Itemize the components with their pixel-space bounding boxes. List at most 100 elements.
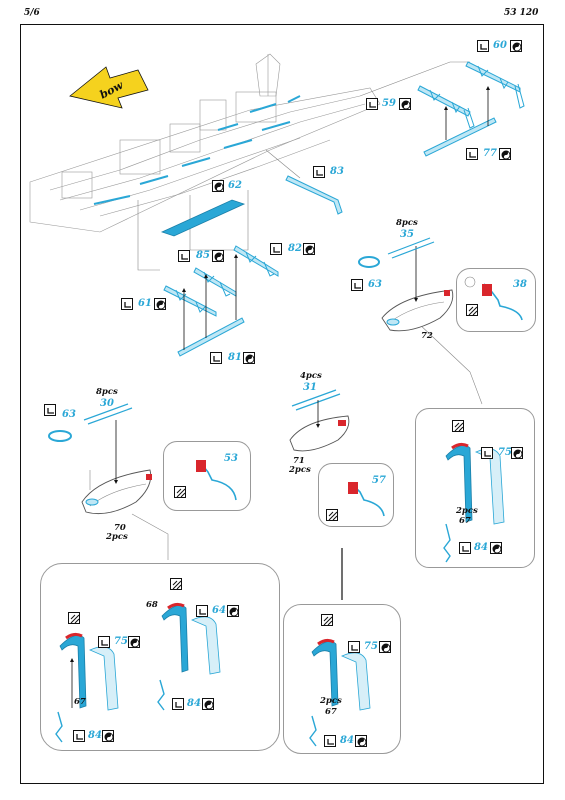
railing-81	[177, 317, 245, 357]
boat-70	[81, 469, 152, 515]
assembly-arrows-81	[182, 254, 238, 350]
railing-85	[193, 267, 237, 297]
hatch-icon	[321, 614, 333, 626]
davit-number-67-bl: 67	[74, 697, 86, 707]
davit-assembly-bl2	[157, 602, 221, 711]
davit-assembly-bl1	[55, 632, 119, 743]
rail-31	[291, 389, 341, 411]
part-75-bl: 75	[114, 636, 128, 647]
part-31: 31	[303, 382, 317, 393]
boat-72	[381, 289, 454, 332]
bend-icon	[196, 605, 208, 617]
part-75-right: 75	[498, 447, 512, 458]
part-82: 82	[288, 243, 302, 254]
part-84-right: 84	[474, 542, 488, 553]
boat-number-72: 72	[421, 331, 433, 341]
rail-35	[387, 237, 435, 259]
yin-yang-icon	[379, 641, 391, 653]
hatch-icon	[466, 304, 478, 316]
davit-number-68: 68	[146, 600, 158, 610]
yin-yang-icon	[212, 250, 224, 262]
part-62: 62	[228, 180, 242, 191]
bend-icon	[351, 279, 363, 291]
qty-2pcs-bm: 2pcs	[320, 696, 342, 706]
qty-4pcs-31: 4pcs	[300, 371, 322, 381]
detail-box-75-84-right	[415, 408, 535, 568]
part-61: 61	[138, 298, 152, 309]
railing-61	[163, 285, 217, 317]
davit-57	[348, 482, 385, 517]
qty-2pcs-right: 2pcs	[456, 506, 478, 516]
yin-yang-icon	[303, 243, 315, 255]
railing-82	[233, 245, 279, 277]
part-63-left: 63	[62, 409, 76, 420]
railing-60	[465, 61, 525, 109]
bend-icon	[210, 352, 222, 364]
yin-yang-icon	[399, 98, 411, 110]
detail-box-53	[163, 441, 251, 511]
yin-yang-icon	[511, 447, 523, 459]
bend-icon	[324, 735, 336, 747]
bend-icon	[366, 98, 378, 110]
davit-53	[196, 460, 237, 501]
yin-yang-icon	[102, 730, 114, 742]
part-75-bm: 75	[364, 641, 378, 652]
railing-59	[417, 85, 475, 129]
qty-2pcs-71: 2pcs	[289, 465, 311, 475]
part-63-top: 63	[368, 279, 382, 290]
davit-assembly-bm	[309, 638, 371, 747]
yin-yang-icon	[227, 605, 239, 617]
detail-box-bottom-left	[40, 563, 280, 751]
yin-yang-icon	[490, 542, 502, 554]
part-64: 64	[212, 605, 226, 616]
yin-yang-icon	[202, 698, 214, 710]
part-85: 85	[196, 250, 210, 261]
bend-icon	[466, 148, 478, 160]
mesh-62	[160, 199, 246, 237]
railing-83	[285, 175, 343, 215]
hatch-icon	[170, 578, 182, 590]
part-60: 60	[493, 40, 507, 51]
boat-71	[289, 415, 350, 452]
bend-icon	[481, 447, 493, 459]
detail-box-38	[456, 268, 536, 332]
bend-icon	[98, 636, 110, 648]
davit-assembly-right	[443, 442, 505, 563]
bend-icon	[477, 40, 489, 52]
page-number: 5/6	[24, 8, 40, 18]
yin-yang-icon	[243, 352, 255, 364]
bend-icon	[270, 243, 282, 255]
bend-icon	[121, 298, 133, 310]
railing-77	[423, 117, 497, 157]
part-30: 30	[100, 398, 114, 409]
rail-30	[83, 403, 133, 425]
bend-icon	[459, 542, 471, 554]
yin-yang-icon	[128, 636, 140, 648]
davit-38	[464, 276, 523, 321]
leader-lines	[89, 61, 483, 600]
part-81: 81	[228, 352, 242, 363]
yin-yang-icon	[212, 180, 224, 192]
page-frame	[20, 24, 544, 784]
hatch-icon	[174, 486, 186, 498]
davit-number-67-bm: 67	[325, 707, 337, 717]
part-38: 38	[513, 279, 527, 290]
ship-railings	[93, 95, 301, 205]
part-83: 83	[330, 166, 344, 177]
part-77: 77	[483, 148, 497, 159]
ring-63a	[358, 256, 380, 268]
boat-number-70: 70	[114, 523, 126, 533]
yin-yang-icon	[510, 40, 522, 52]
part-84-bl2: 84	[187, 698, 201, 709]
bend-icon	[313, 166, 325, 178]
bend-icon	[178, 250, 190, 262]
ring-63b	[48, 430, 72, 442]
part-59: 59	[382, 98, 396, 109]
part-84-bl: 84	[88, 730, 102, 741]
qty-2pcs-70: 2pcs	[106, 532, 128, 542]
boat-number-71: 71	[293, 456, 305, 466]
yin-yang-icon	[355, 735, 367, 747]
yin-yang-icon	[154, 298, 166, 310]
hatch-icon	[68, 612, 80, 624]
detail-box-bottom-middle	[283, 604, 401, 754]
